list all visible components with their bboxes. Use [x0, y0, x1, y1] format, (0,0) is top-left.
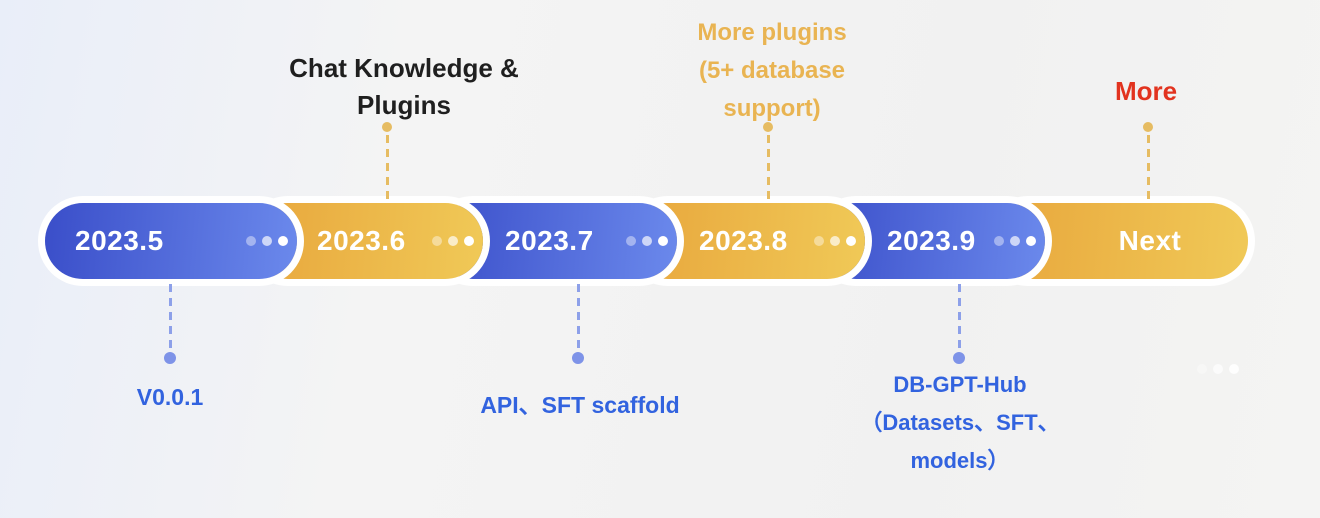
faint-ellipsis-icon — [1197, 364, 1239, 374]
ellipsis-icon — [246, 236, 288, 246]
connector-2023-6 — [381, 122, 393, 203]
connector-dot-icon — [1143, 122, 1153, 132]
annotation-line: models） — [910, 448, 1010, 473]
annotation-more-plugins: More plugins (5+ database support) — [622, 14, 922, 128]
annotation-db-gpt-hub: DB-GPT-Hub （Datasets、SFT、 models） — [810, 366, 1110, 480]
segment-label: 2023.9 — [887, 225, 976, 256]
connector-dot-icon — [763, 122, 773, 132]
dashed-line — [766, 135, 770, 203]
connector-dot-icon — [953, 352, 965, 364]
segment-label: Next — [1118, 225, 1182, 256]
segment-label: 2023.6 — [317, 225, 406, 256]
connector-2023-5 — [164, 284, 176, 364]
connector-next — [1142, 122, 1154, 203]
annotation-line: Plugins — [357, 90, 451, 120]
ellipsis-icon — [814, 236, 856, 246]
annotation-line: DB-GPT-Hub — [893, 372, 1027, 397]
annotation-line: More plugins — [697, 19, 847, 46]
annotation-line: support) — [723, 95, 821, 122]
segment-label: 2023.5 — [75, 225, 164, 256]
annotation-more: More — [1046, 76, 1246, 107]
annotation-line: V0.0.1 — [136, 384, 204, 410]
annotation-line: （Datasets、SFT、 — [860, 410, 1060, 435]
connector-2023-8 — [762, 122, 774, 203]
connector-2023-9 — [953, 284, 965, 364]
ellipsis-icon — [994, 236, 1036, 246]
annotation-chat-knowledge-plugins: Chat Knowledge & Plugins — [254, 50, 554, 124]
connector-2023-7 — [572, 284, 584, 364]
annotation-line: API、SFT scaffold — [480, 392, 680, 418]
dashed-line — [1146, 135, 1150, 203]
timeline-segment-2023-7: 2023.7 — [435, 203, 677, 279]
ellipsis-icon — [626, 236, 668, 246]
connector-dot-icon — [164, 352, 176, 364]
annotation-api-sft-scaffold: API、SFT scaffold — [430, 386, 730, 420]
connector-dot-icon — [382, 122, 392, 132]
connector-dot-icon — [572, 352, 584, 364]
dashed-line — [168, 284, 172, 351]
dashed-line — [385, 135, 389, 203]
dashed-line — [957, 284, 961, 351]
annotation-line: Chat Knowledge & — [289, 53, 519, 83]
dashed-line — [576, 284, 580, 351]
annotation-v0-0-1: V0.0.1 — [70, 384, 270, 411]
ellipsis-icon — [432, 236, 474, 246]
timeline-segment-2023-5: 2023.5 — [45, 203, 297, 279]
annotation-line: (5+ database — [698, 57, 846, 84]
annotation-line: More — [1114, 76, 1178, 106]
segment-label: 2023.8 — [699, 225, 788, 256]
segment-label: 2023.7 — [505, 225, 594, 256]
